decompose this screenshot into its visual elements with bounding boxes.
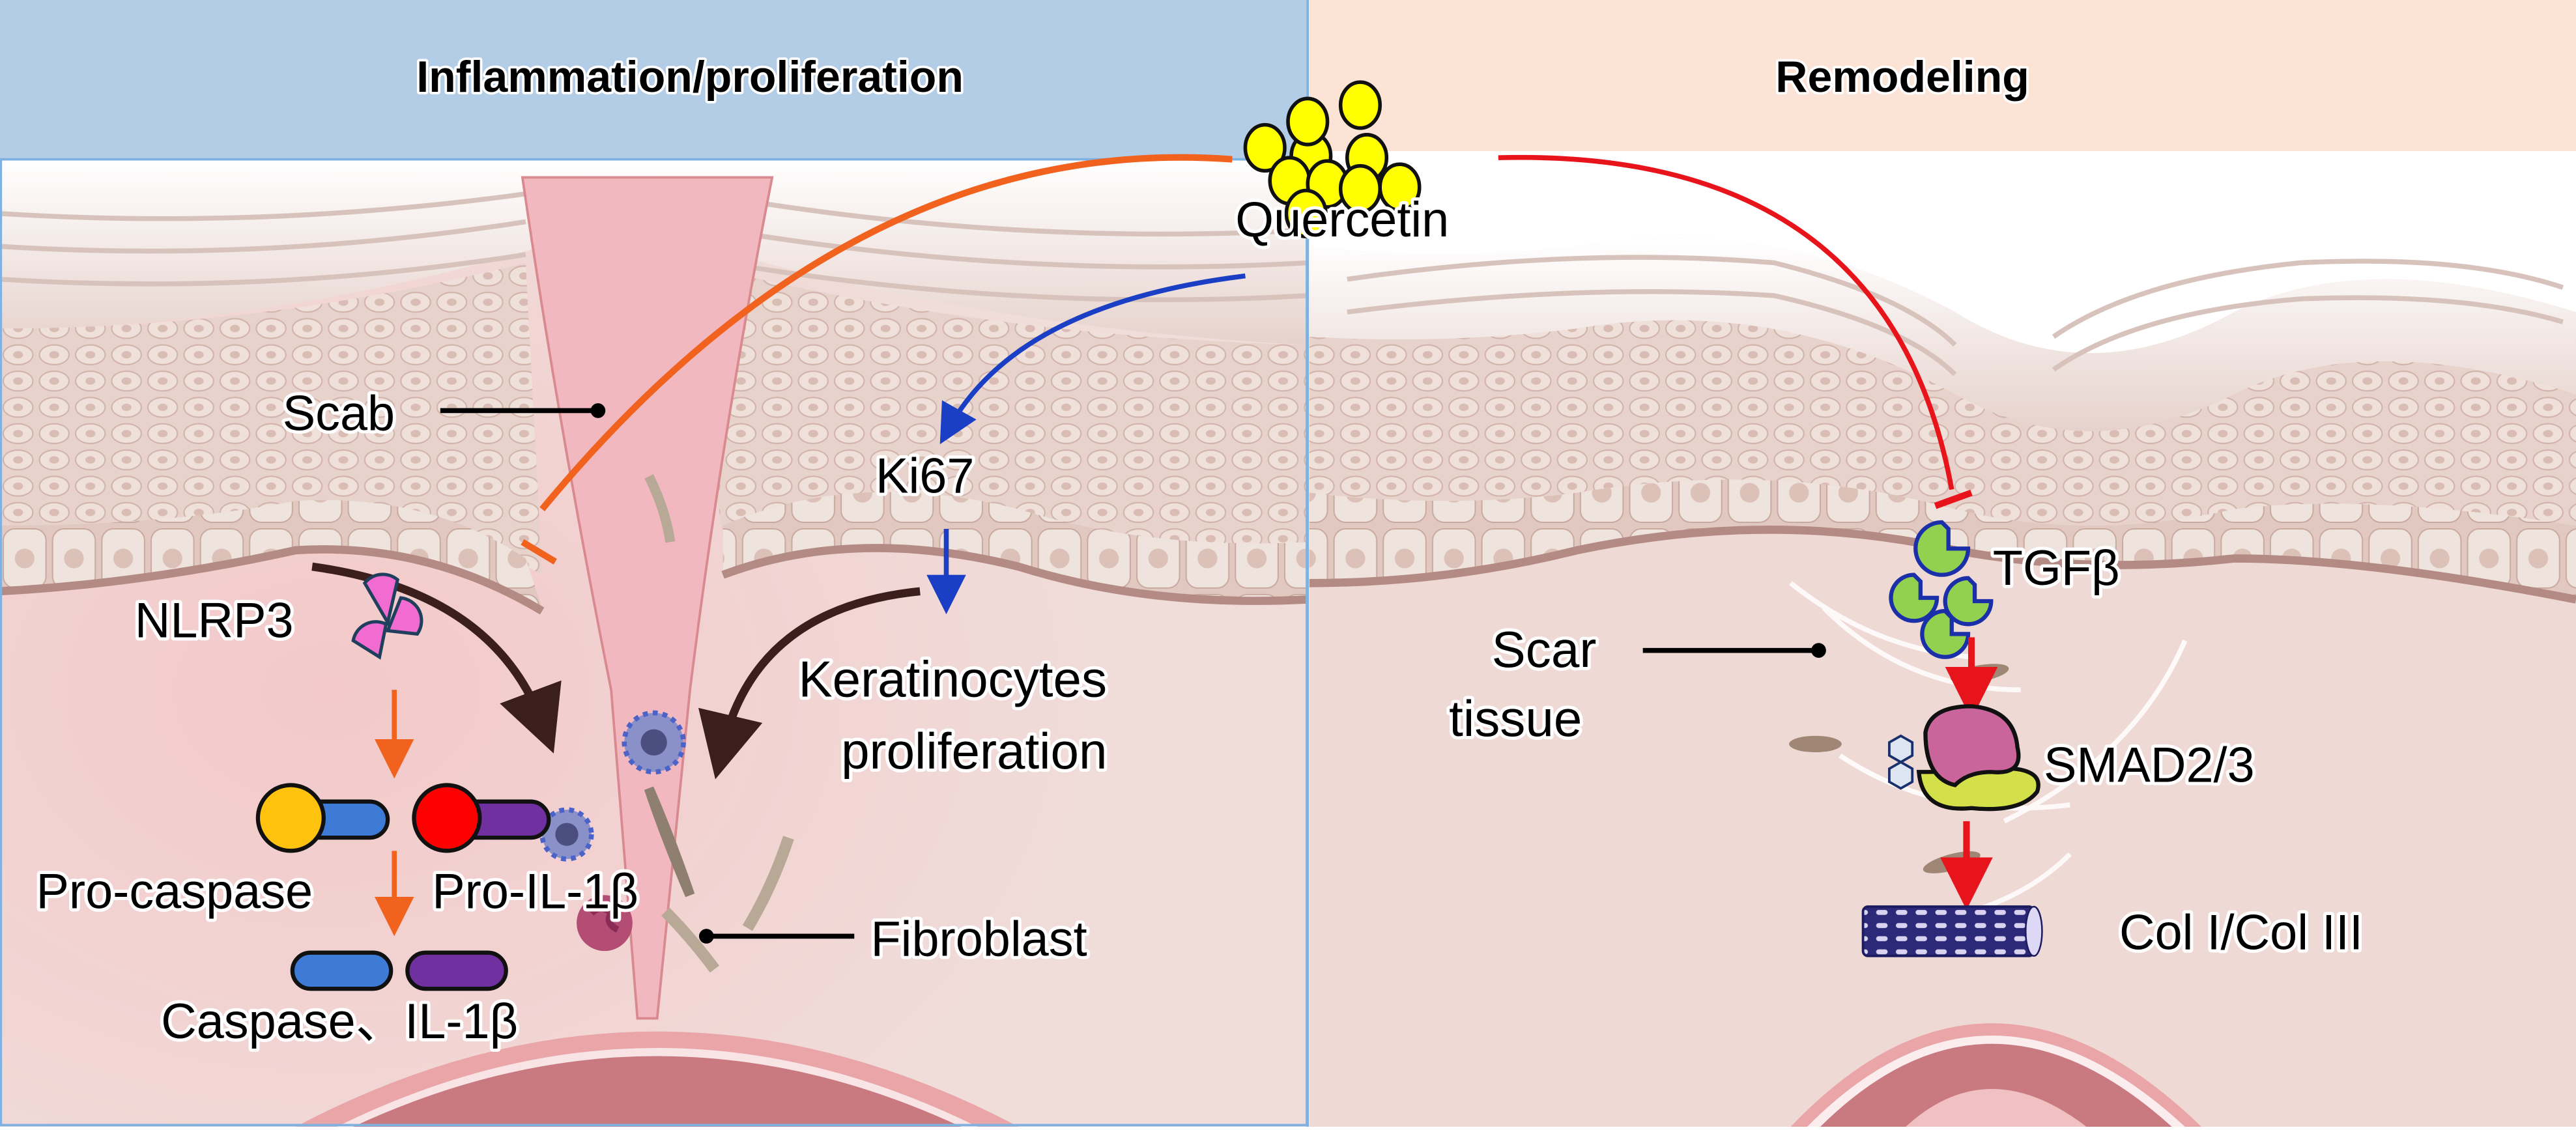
inhibition-bar-red xyxy=(1934,489,1973,509)
left-panel: Inflammation/proliferation xyxy=(0,0,1308,1127)
right-panel: Remodeling Sc xyxy=(1309,0,2576,1127)
scar-label-line2: tissue xyxy=(1449,690,1582,747)
scab-label: Scab xyxy=(283,387,395,442)
smad-complex-icon xyxy=(1888,704,2040,812)
right-vessel xyxy=(1820,1043,2172,1127)
nlrp3-label: NLRP3 xyxy=(135,593,294,648)
neutrophil-icon xyxy=(577,895,633,952)
right-top-white xyxy=(1309,151,2576,354)
inhibition-bar-orange xyxy=(521,539,557,565)
caspase-icon xyxy=(290,950,394,991)
quercetin-inhibits-tgfb-line xyxy=(1498,154,1954,490)
quercetin-promotes-ki67-arrow xyxy=(939,273,1246,445)
keratinocytes-label-line1: Keratinocytes xyxy=(799,650,1108,707)
tgfb-label: TGFβ xyxy=(1993,541,2120,596)
left-vessel xyxy=(353,1056,962,1127)
migration-arrow-right xyxy=(698,587,921,780)
immune-cell-icon xyxy=(622,710,686,775)
caspase-il1b-label: Caspase、IL-1β xyxy=(161,995,518,1049)
pro-caspase-label: Pro-caspase xyxy=(36,865,313,920)
nlrp3-complex-icon xyxy=(351,572,423,660)
il1b-icon xyxy=(405,950,508,991)
quercetin-label: Quercetin xyxy=(1235,193,1449,247)
ki67-label: Ki67 xyxy=(876,449,974,504)
migration-arrow-left xyxy=(311,562,562,754)
left-header-bar xyxy=(0,0,1308,160)
molecule-cluster-icon xyxy=(1243,80,1422,238)
left-stratum-corneum xyxy=(0,159,1308,345)
left-panel-title: Inflammation/proliferation xyxy=(416,52,964,102)
pro-caspase-icon xyxy=(255,783,390,853)
scab-wound xyxy=(521,176,774,1020)
fibroblast-label: Fibroblast xyxy=(870,912,1087,967)
fibroblast-cell-icon xyxy=(644,473,794,973)
collagen-label: Col I/Col III xyxy=(2119,906,2363,961)
left-epidermis-cells-a xyxy=(0,262,543,575)
keratinocytes-label-line2: proliferation xyxy=(841,722,1107,780)
right-corneum-lines xyxy=(1347,255,2564,376)
left-basal-layer-b xyxy=(723,492,1308,601)
right-panel-title: Remodeling xyxy=(1775,52,2029,102)
right-epidermis-cells xyxy=(1309,320,2576,526)
pro-il1b-label: Pro-IL-1β xyxy=(432,865,638,920)
pro-il1b-icon xyxy=(412,783,551,853)
immune-cell-icon xyxy=(539,807,594,862)
scar-label-line1: Scar xyxy=(1492,621,1597,678)
left-corneum-lines xyxy=(0,191,1308,303)
tgfb-protein-icon xyxy=(1889,520,1994,659)
right-header-bar xyxy=(1309,0,2576,152)
left-epidermis-cells-b xyxy=(690,262,1308,560)
quercetin-inhibits-nlrp3-line xyxy=(539,154,1233,511)
smad-label: SMAD2/3 xyxy=(2044,738,2255,793)
collagen-fiber-icon xyxy=(1861,905,2043,957)
